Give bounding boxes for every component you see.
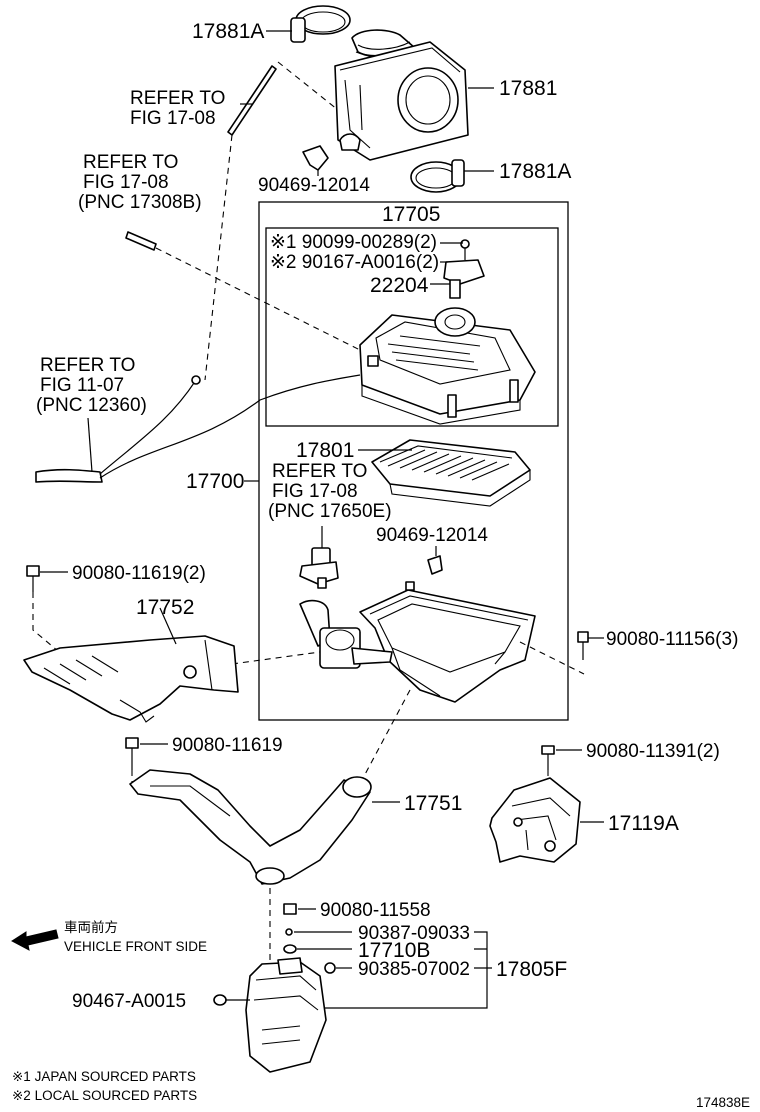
intake-duct-17751: [129, 769, 400, 885]
label-17705: 17705: [382, 203, 440, 226]
label-90080-11558: 90080-11558: [320, 900, 431, 921]
refer-2-line-3: (PNC 17308B): [78, 192, 202, 213]
label-17881A-mid: 17881A: [499, 160, 571, 183]
bolt-90080-11558: [283, 903, 316, 915]
label-17805F: 17805F: [496, 958, 567, 981]
refer-4-line-1: REFER TO: [272, 461, 367, 482]
vehicle-front-en: VEHICLE FRONT SIDE: [64, 939, 207, 954]
refer-2-line-2: FIG 17-08: [83, 172, 169, 193]
clip-90469-mid: [427, 546, 443, 575]
label-17881A-top: 17881A: [192, 20, 264, 43]
label-17881: 17881: [499, 77, 557, 100]
label-17801: 17801: [296, 439, 354, 462]
assembly-box-17705: [265, 227, 559, 427]
refer-note-4: REFER TO FIG 17-08 (PNC 17650E): [268, 461, 392, 522]
breather-hose-ref: [227, 65, 277, 136]
label-22204: 22204: [370, 274, 429, 297]
resonator-17805F: [245, 957, 327, 1073]
label-90080-11619: 90080-11619: [172, 735, 283, 756]
refer-1-line-1: REFER TO: [130, 88, 225, 109]
note-local-sourced: ※2 LOCAL SOURCED PARTS: [12, 1088, 197, 1103]
label-90385: 90385-07002: [358, 959, 470, 980]
bracket-line-17805F: [290, 931, 492, 1009]
refer-2-line-1: REFER TO: [83, 152, 178, 173]
figure-id: 174838E: [696, 1095, 750, 1110]
label-90469-top: 90469-12014: [258, 175, 370, 196]
dashed-guide-3: [231, 651, 321, 665]
refer-3-line-2: FIG 11-07: [40, 375, 124, 396]
grommet-17710B: [283, 944, 352, 954]
label-90080-11391: 90080-11391(2): [586, 741, 720, 762]
refer-note-2: REFER TO FIG 17-08 (PNC 17308B): [78, 152, 202, 213]
refer-note-1: REFER TO FIG 17-08: [130, 88, 225, 129]
dashed-guide-4: [519, 641, 585, 675]
left-arrow-icon: [11, 929, 59, 951]
refer-4-line-3: (PNC 17650E): [268, 501, 392, 522]
assembly-box-17700: [258, 201, 569, 721]
clip-90467: [213, 994, 250, 1006]
label-17752: 17752: [136, 596, 194, 619]
refer-4-line-2: FIG 17-08: [272, 481, 358, 502]
air-duct-17881: [334, 29, 494, 161]
label-90469-mid: 90469-12014: [376, 525, 488, 546]
hose-17308b: [125, 231, 157, 251]
refer-3-line-1: REFER TO: [40, 355, 135, 376]
vehicle-front-jp: 車両前方: [64, 919, 118, 935]
vacuum-switch-valve: [299, 526, 339, 589]
wire-harness: [35, 374, 361, 483]
dashed-guide-2: [155, 247, 371, 356]
nut-90385: [324, 962, 352, 974]
label-90080-11156: 90080-11156(3): [606, 629, 738, 650]
vehicle-front-indicator: 車両前方 VEHICLE FRONT SIDE: [11, 919, 207, 954]
washer-90387: [285, 928, 352, 936]
label-90467: 90467-A0015: [72, 991, 186, 1012]
bolt-90080-11619-2: [26, 565, 68, 592]
label-17751: 17751: [404, 792, 462, 815]
mass-air-flow-sensor: [430, 239, 485, 299]
bolt-90080-11156: [577, 631, 604, 660]
label-90387: 90387-09033: [358, 923, 470, 944]
label-17700: 17700: [186, 470, 244, 493]
hose-clamp-top: [266, 5, 351, 43]
air-cleaner-cap-17705: [359, 307, 536, 425]
dashed-guide-5: [361, 689, 411, 781]
note-japan-sourced: ※1 JAPAN SOURCED PARTS: [12, 1069, 196, 1084]
air-filter-element-17801: [358, 439, 531, 507]
air-cleaner-case: [299, 581, 536, 703]
inlet-duct-17752: [23, 607, 239, 723]
refer-1-line-2: FIG 17-08: [130, 108, 216, 129]
dashed-guide-1: [204, 61, 339, 381]
bolt-90080-11619: [125, 737, 168, 770]
label-90099: ※1 90099-00289(2): [270, 232, 437, 253]
refer-note-3: REFER TO FIG 11-07 (PNC 12360): [36, 355, 147, 416]
refer-3-line-3: (PNC 12360): [36, 395, 147, 416]
clip-90469-top: [302, 145, 329, 176]
dashed-guide-6: [32, 592, 129, 711]
label-17119A: 17119A: [608, 812, 679, 835]
label-90080-11619-2: 90080-11619(2): [72, 563, 206, 584]
label-17710B: 17710B: [358, 939, 430, 962]
label-90167: ※2 90167-A0016(2): [270, 252, 439, 273]
bracket-17119A: [489, 777, 604, 863]
bolt-90080-11391: [541, 745, 582, 770]
hose-clamp-mid: [410, 159, 494, 193]
